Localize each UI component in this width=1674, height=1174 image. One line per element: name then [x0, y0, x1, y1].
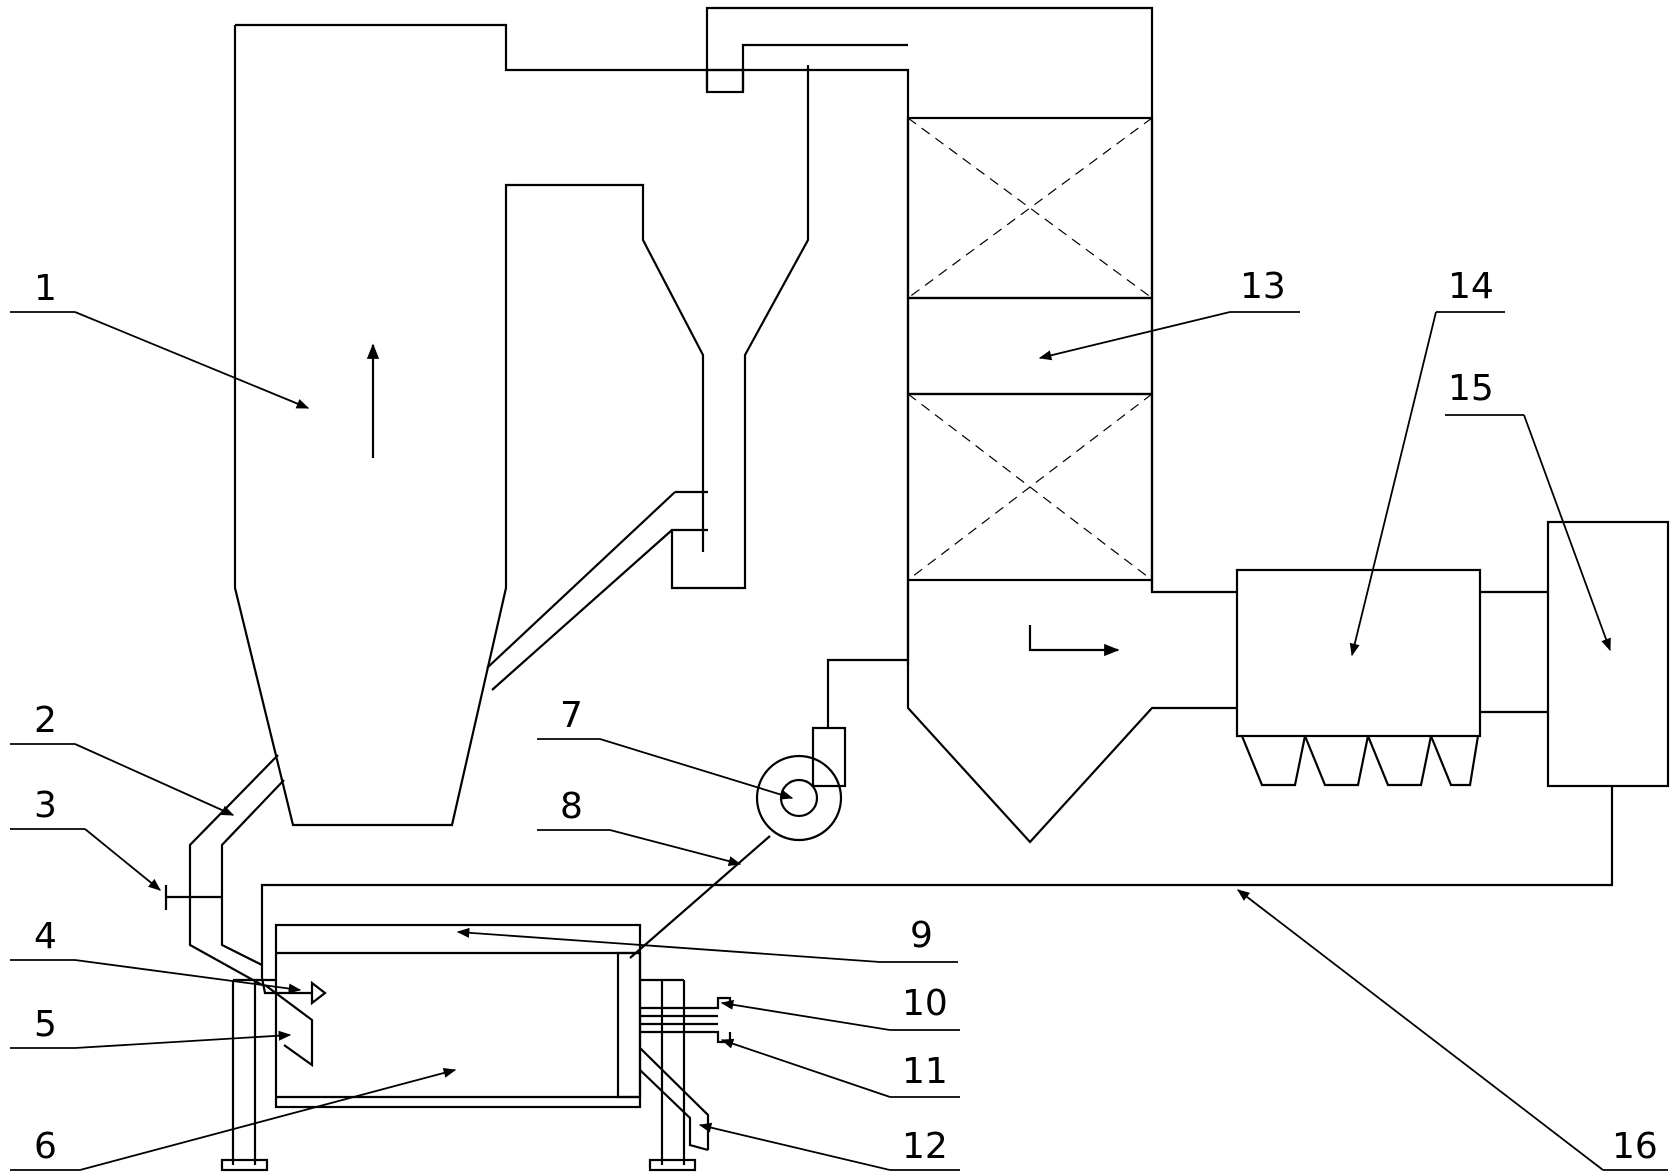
callout-8: 8 [537, 786, 742, 867]
label-12: 12 [902, 1126, 948, 1167]
label-13: 13 [1240, 266, 1286, 307]
callout-14: 14 [1349, 266, 1505, 657]
label-11: 11 [902, 1051, 948, 1092]
heat-exchange-column [906, 116, 1237, 844]
return-leg [188, 490, 708, 986]
chimney-box [260, 520, 1670, 978]
label-6: 6 [34, 1126, 57, 1167]
label-16: 16 [1612, 1126, 1658, 1167]
callout-6: 6 [10, 1068, 457, 1171]
label-2: 2 [34, 700, 57, 741]
callout-3: 3 [10, 785, 161, 891]
callout-15: 15 [1445, 368, 1611, 652]
label-8: 8 [560, 786, 583, 827]
callout-2: 2 [10, 700, 235, 816]
callout-4: 4 [10, 916, 302, 994]
fan [629, 658, 908, 959]
bag-filter [1235, 568, 1548, 787]
label-3: 3 [34, 785, 57, 826]
label-1: 1 [34, 268, 57, 309]
label-14: 14 [1448, 266, 1494, 307]
callout-9: 9 [456, 915, 958, 963]
label-10: 10 [902, 983, 948, 1024]
vessel [164, 885, 732, 1172]
callout-5: 5 [10, 1004, 292, 1049]
callout-7: 7 [537, 695, 794, 800]
callout-16: 16 [1237, 889, 1668, 1171]
label-15: 15 [1448, 368, 1494, 409]
label-5: 5 [34, 1004, 57, 1045]
callout-11: 11 [720, 1038, 960, 1098]
callout-12: 12 [698, 1122, 960, 1171]
callout-10: 10 [720, 983, 960, 1031]
callout-13: 13 [1038, 266, 1300, 361]
label-7: 7 [560, 695, 583, 736]
flow-right-arrow [1028, 625, 1120, 657]
label-9: 9 [910, 915, 933, 956]
label-4: 4 [34, 916, 57, 957]
callout-1: 1 [10, 268, 310, 409]
